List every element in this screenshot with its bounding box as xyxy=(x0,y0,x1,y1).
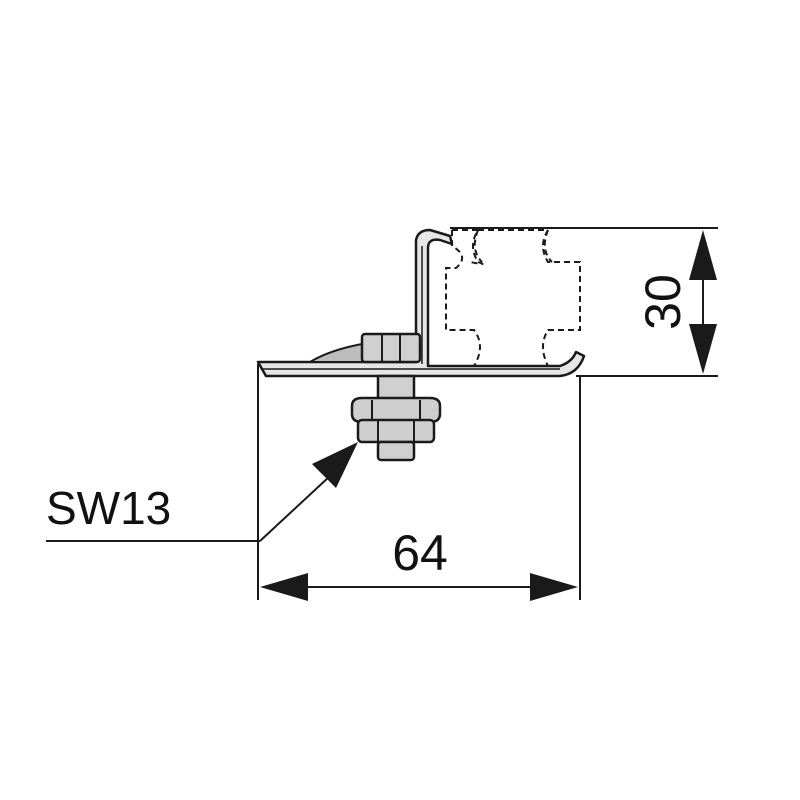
bolt-shank xyxy=(376,374,416,402)
bolt-tip xyxy=(376,440,416,462)
bracket-profile xyxy=(256,228,586,378)
rail-profile-dashed xyxy=(445,229,581,367)
height-arrow-top xyxy=(689,230,717,280)
callout-leader-diagonal xyxy=(259,475,331,542)
rail-profile-dashed-inner xyxy=(473,229,553,263)
height-dimension-label: 30 xyxy=(635,274,691,330)
width-arrow-left xyxy=(260,573,308,601)
top-nut xyxy=(360,332,422,364)
callout-arrow xyxy=(312,442,358,488)
width-arrow-right xyxy=(530,573,578,601)
clamp-wedge xyxy=(306,342,363,363)
flange-nut-body xyxy=(356,418,436,444)
width-dimension-label: 64 xyxy=(392,525,448,581)
callout-label: SW13 xyxy=(46,482,171,534)
flange-nut-flange xyxy=(350,396,442,424)
height-arrow-bottom xyxy=(689,324,717,374)
